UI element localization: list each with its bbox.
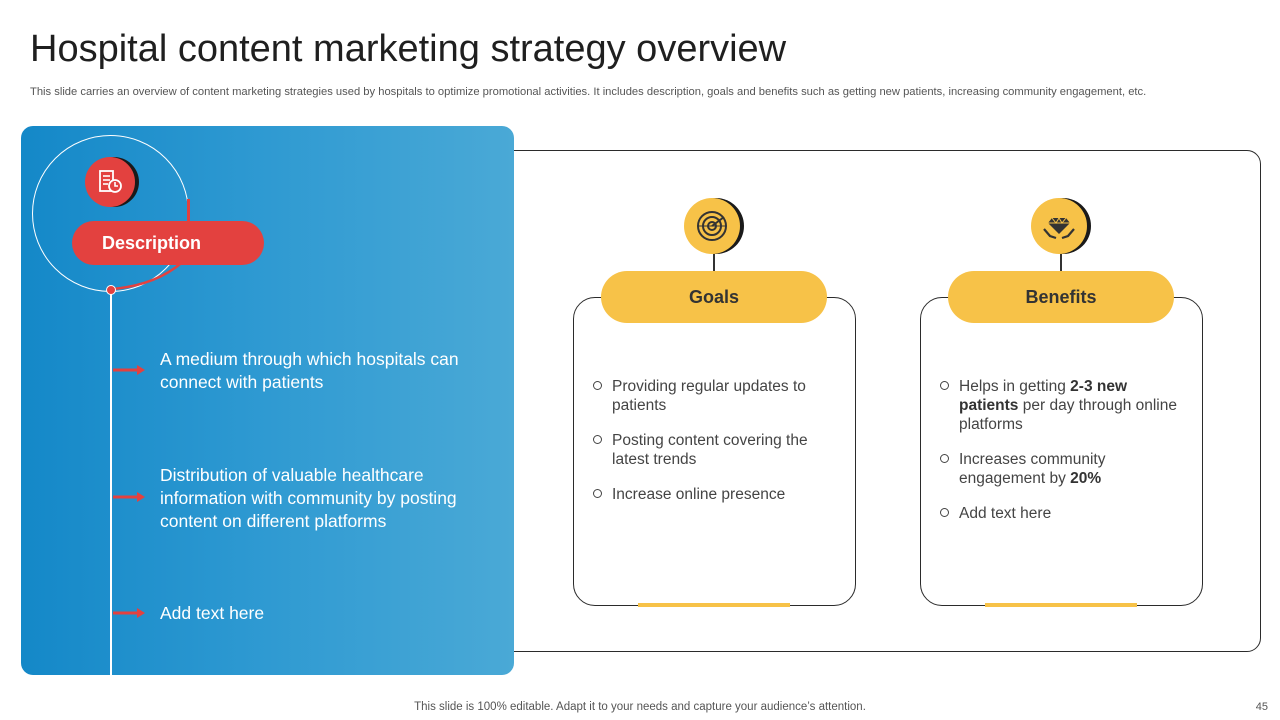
list-item: Increases community engagement by 20% (940, 450, 1180, 488)
goals-underline (638, 603, 790, 607)
slide-footer: This slide is 100% editable. Adapt it to… (414, 701, 866, 713)
arrow-icon (113, 365, 145, 375)
timeline-line (110, 294, 112, 675)
arrow-icon (113, 608, 145, 618)
list-item: Increase online presence (593, 485, 833, 504)
list-item: Helps in getting 2-3 new patients per da… (940, 377, 1180, 434)
diamond-hands-icon (1031, 198, 1087, 254)
pill-connector (187, 199, 190, 221)
goals-card (573, 297, 856, 606)
benefits-label: Benefits (948, 271, 1174, 323)
list-item: Providing regular updates to patients (593, 377, 833, 415)
benefits-connector (1060, 254, 1062, 272)
timeline-dot (106, 285, 116, 295)
goals-list: Providing regular updates to patients Po… (593, 377, 833, 520)
description-label: Description (72, 221, 264, 265)
slide-subtitle: This slide carries an overview of conten… (30, 86, 1147, 98)
description-item-2: Distribution of valuable healthcare info… (160, 465, 457, 531)
page-number: 45 (1255, 701, 1268, 713)
slide-title: Hospital content marketing strategy over… (30, 28, 787, 70)
benefits-card (920, 297, 1203, 606)
target-radar-icon (684, 198, 740, 254)
goals-connector (713, 254, 715, 272)
benefits-underline (985, 603, 1137, 607)
list-item: Posting content covering the latest tren… (593, 431, 833, 469)
arrow-icon (113, 492, 145, 502)
description-item-3: Add text here (160, 603, 265, 623)
goals-label: Goals (601, 271, 827, 323)
list-item: Add text here (940, 504, 1180, 523)
benefits-list: Helps in getting 2-3 new patients per da… (940, 377, 1180, 539)
report-chart-icon (85, 157, 135, 207)
description-item-1: A medium through which hospitals can con… (160, 349, 459, 392)
